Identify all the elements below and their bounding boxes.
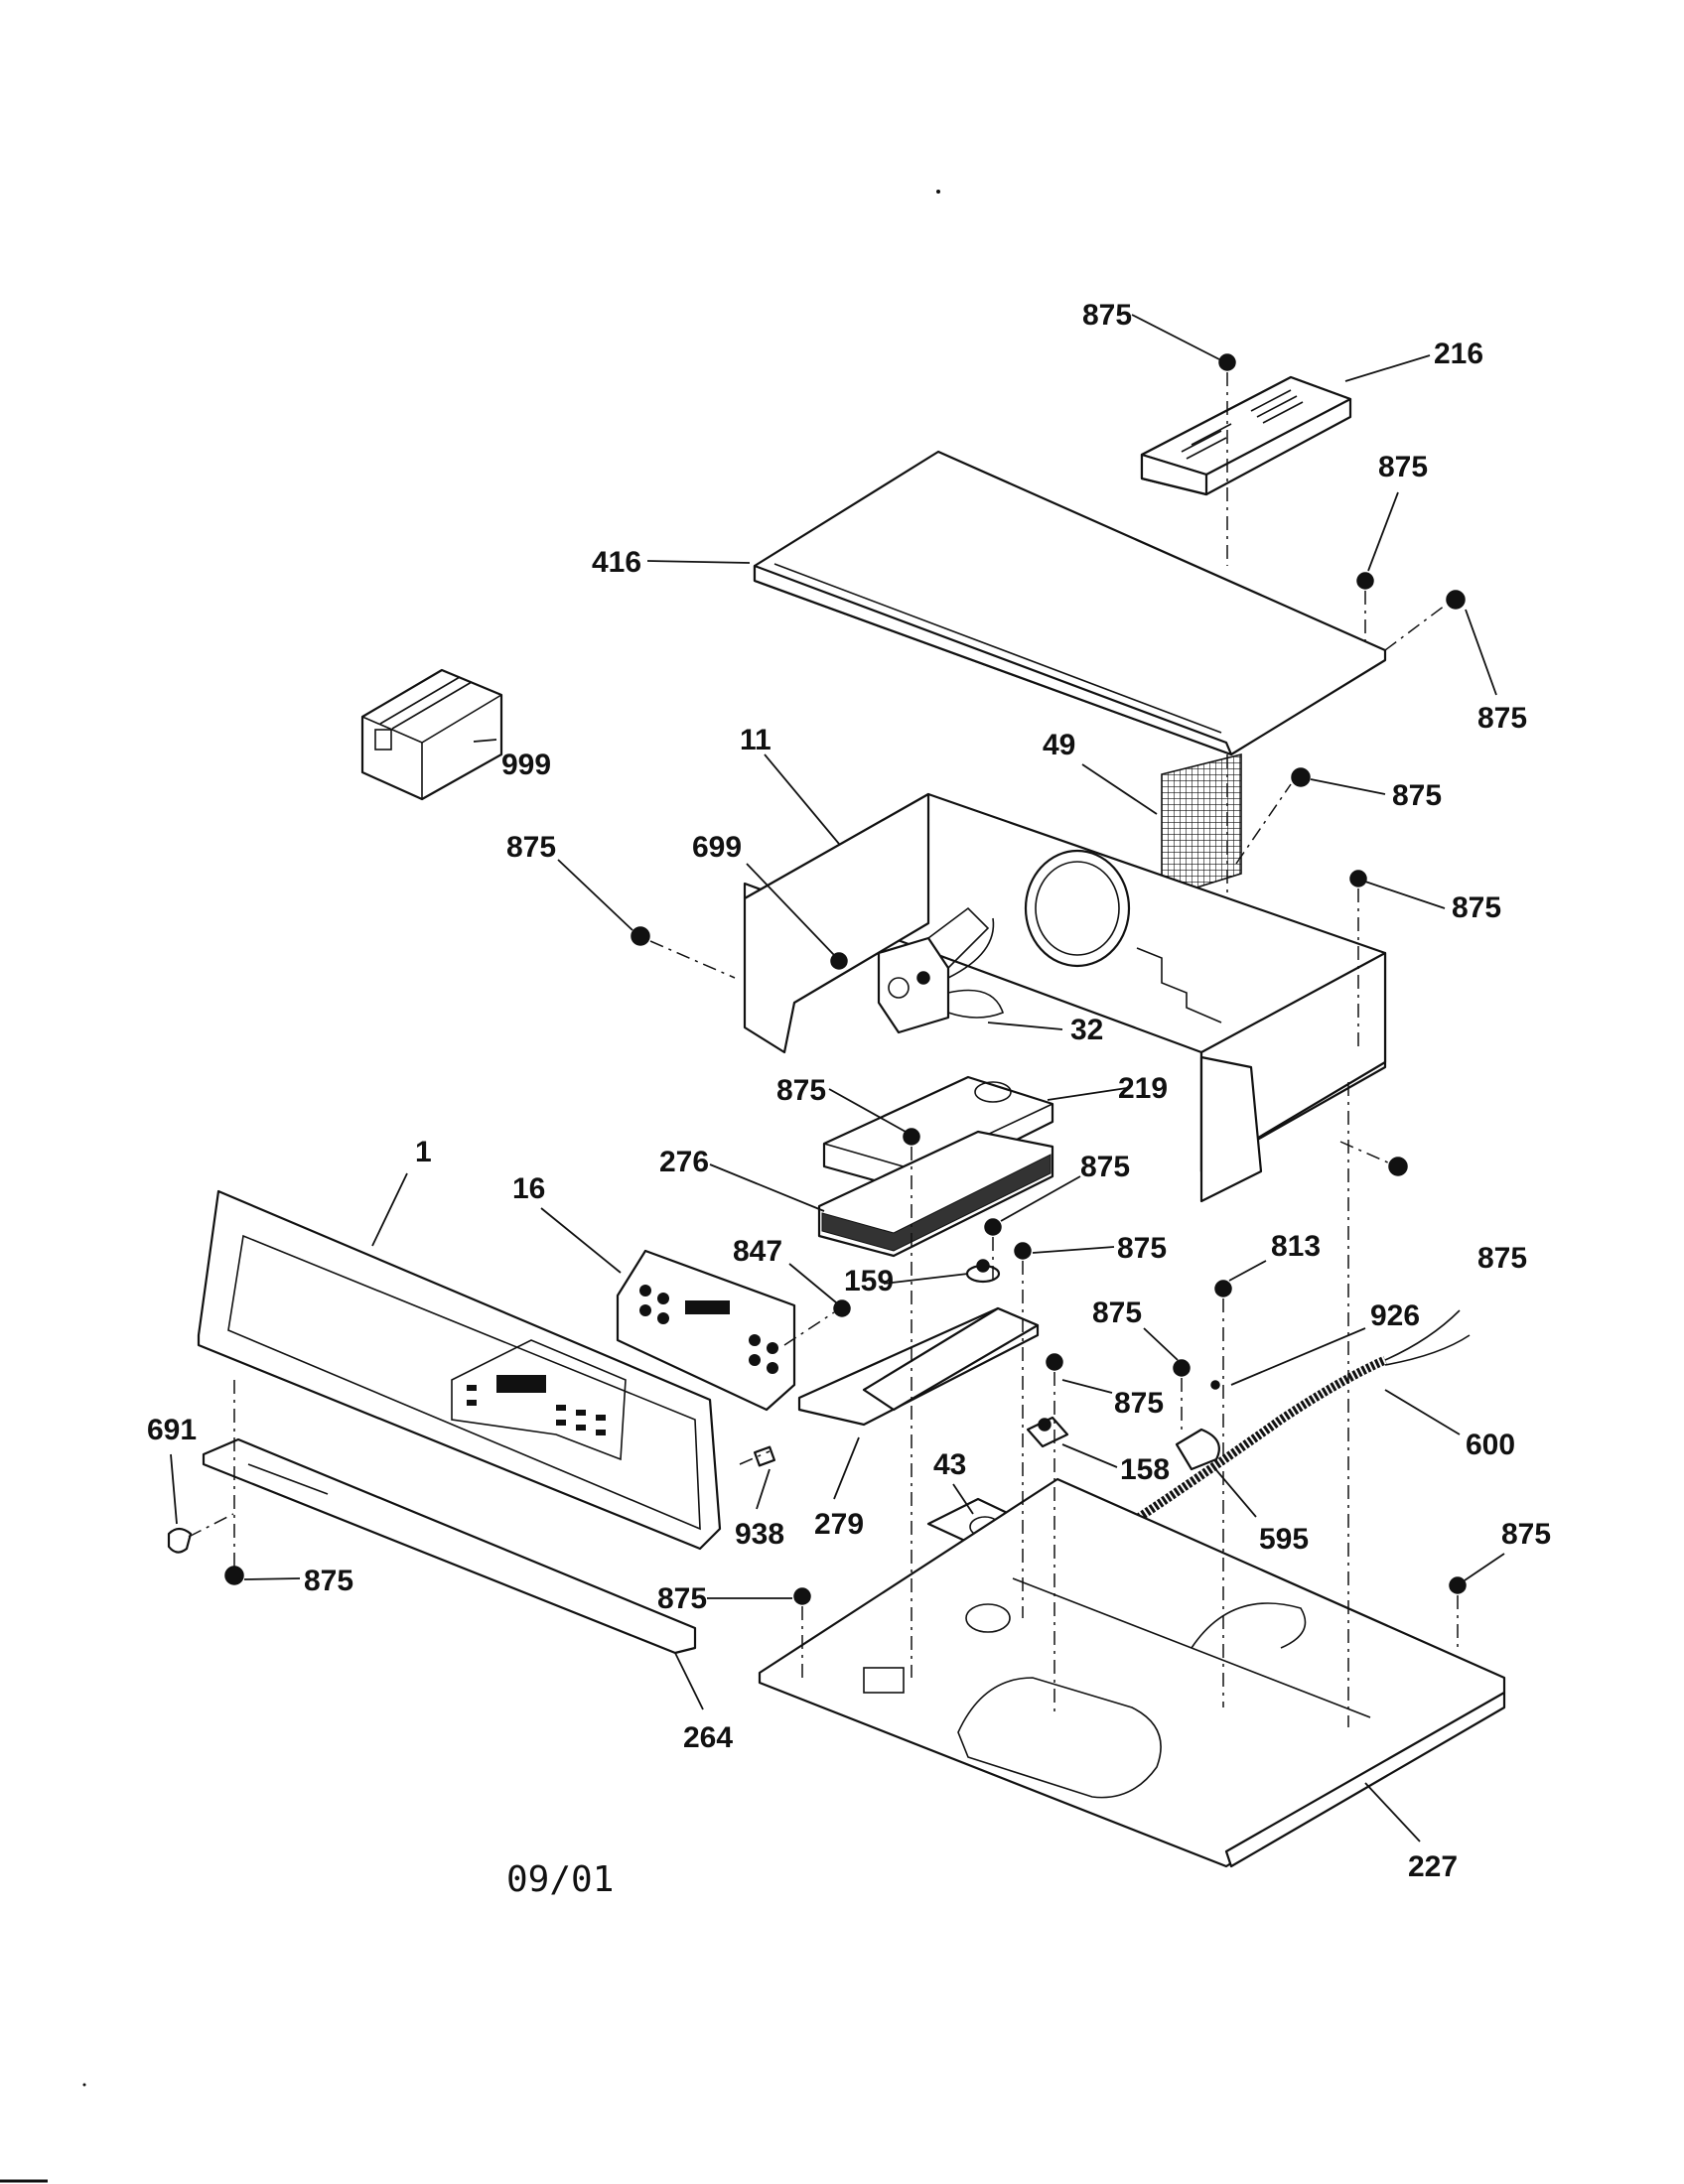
callout-875: 875 [1378,451,1428,483]
callout-813: 813 [1271,1230,1321,1263]
callout-875: 875 [1477,702,1527,735]
leader-lines [170,314,1505,1843]
part-16-control-board[interactable] [616,1249,796,1412]
assembly-lines [188,372,1459,1727]
callout-926: 926 [1370,1299,1420,1332]
callout-875: 875 [1392,779,1442,812]
callout-1: 1 [415,1136,432,1168]
callout-938: 938 [735,1518,784,1551]
callout-227: 227 [1408,1850,1458,1883]
callout-875: 875 [1477,1242,1527,1275]
callout-875: 875 [1452,891,1501,924]
callout-875: 875 [304,1565,353,1597]
callout-158: 158 [1120,1453,1170,1486]
part-158-clip[interactable] [1026,1416,1069,1448]
part-691-knob[interactable] [167,1527,193,1554]
callout-875: 875 [1501,1518,1551,1551]
screw-group [224,353,1467,1605]
callout-875: 875 [506,831,556,864]
callout-43: 43 [933,1448,966,1481]
part-49-mesh-screen[interactable] [1161,752,1242,900]
part-11-housing[interactable] [743,792,1387,1203]
callout-875: 875 [1082,299,1132,332]
callout-875: 875 [657,1582,707,1615]
part-416-top-panel[interactable] [753,450,1387,756]
callout-595: 595 [1259,1523,1309,1556]
part-279-duct[interactable] [797,1306,1040,1427]
part-227-base-pan[interactable] [758,1477,1506,1868]
part-276-insulation[interactable] [817,1130,1054,1258]
part-159-sensor[interactable] [965,1259,1001,1284]
callout-11: 11 [740,724,772,756]
callout-49: 49 [1043,729,1075,761]
callout-416: 416 [592,546,641,579]
callout-699: 699 [692,831,742,864]
part-595-clamp[interactable] [1175,1428,1220,1471]
callout-219: 219 [1118,1072,1168,1105]
callout-labels: 875 216 875 416 875 999 11 49 875 875 69… [147,299,1551,1883]
callout-847: 847 [733,1235,782,1268]
date-code: 09/01 [506,1859,614,1900]
callout-216: 216 [1434,338,1483,370]
callout-600: 600 [1466,1429,1515,1461]
callout-691: 691 [147,1414,197,1446]
callout-279: 279 [814,1508,864,1541]
callout-875: 875 [1092,1297,1142,1329]
scan-marks [0,190,940,2183]
callout-875: 875 [776,1074,826,1107]
callout-875: 875 [1080,1151,1130,1183]
part-216-vent-cover[interactable] [1140,375,1352,496]
part-1-control-panel[interactable] [197,1189,722,1551]
callout-264: 264 [683,1721,733,1754]
callout-276: 276 [659,1146,709,1178]
callout-32: 32 [1070,1014,1103,1046]
part-32-fan-motor[interactable] [877,906,1004,1034]
callout-159: 159 [844,1265,894,1297]
callout-999: 999 [501,749,551,781]
callout-875: 875 [1114,1387,1164,1420]
part-938-button[interactable] [753,1445,776,1467]
callout-875: 875 [1117,1232,1167,1265]
part-264-trim-strip[interactable] [202,1437,697,1655]
callout-16: 16 [512,1172,545,1205]
part-999-box[interactable] [360,668,503,801]
